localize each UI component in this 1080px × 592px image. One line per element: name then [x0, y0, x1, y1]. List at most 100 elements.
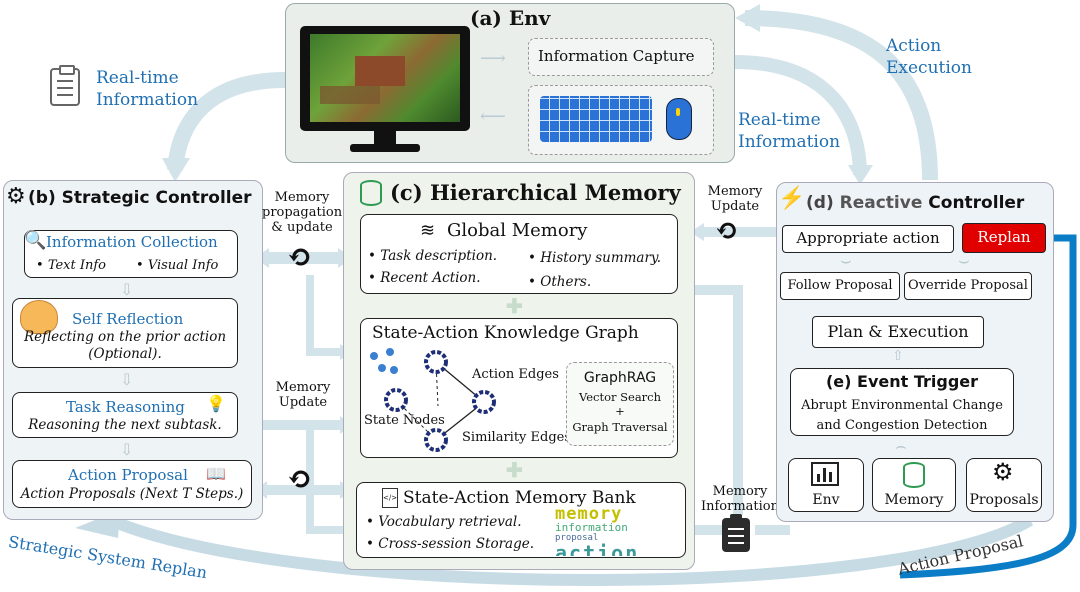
global-memory-title: Global Memory: [447, 220, 588, 241]
action-exec-l1: Action: [886, 36, 942, 56]
global-item-3: • Recent Action.: [368, 270, 481, 286]
action-exec-l2: Execution: [886, 58, 972, 78]
down-arrow-icon: ⇩: [120, 280, 134, 299]
info-capture-box: [528, 38, 714, 76]
capture-arrow-icon: ⟶: [480, 48, 506, 69]
sync-cycle-icon: ⟲: [287, 240, 313, 275]
mid-realtime-l2: Information: [738, 132, 841, 152]
mem-info-label: Memory Information: [700, 484, 780, 514]
brace-icon-2: ⌣: [958, 250, 970, 271]
up-arrow-icon: ⇧: [892, 348, 904, 364]
plan-exec-box: [812, 316, 984, 348]
action-edges-label: Action Edges: [472, 367, 559, 382]
mem-prop-label: Memory propagation & update: [262, 190, 343, 235]
state-node: [384, 388, 408, 412]
event-trigger-l2: and Congestion Detection: [816, 418, 988, 433]
state-node: [424, 428, 448, 452]
down-arrow-icon: ⇩: [120, 440, 134, 459]
code-file-icon: </>: [382, 488, 398, 508]
monitor-icon: [300, 26, 470, 156]
mem-update-right-label: Memory Update: [707, 184, 763, 214]
task-reasoning-box: [12, 392, 238, 438]
plus-icon: ✚: [506, 294, 523, 318]
action-proposal-box: [12, 460, 252, 508]
plan-exec-label: Plan & Execution: [827, 322, 969, 341]
similarity-edges-label: Similarity Edges: [462, 430, 572, 445]
task-reasoning-title: Task Reasoning: [66, 398, 185, 416]
layers-icon: ≋: [420, 220, 436, 241]
sync-cycle-icon-3: ⟲: [715, 214, 739, 247]
appropriate-action-label: Appropriate action: [796, 229, 940, 247]
replan-box[interactable]: [962, 223, 1046, 253]
follow-proposal-box: [780, 272, 900, 300]
magnifier-icon: 🔍: [24, 230, 47, 251]
mouse-icon: [666, 98, 692, 140]
memory-bank-box: [356, 482, 686, 558]
graphrag-box: [566, 362, 674, 446]
follow-proposal-label: Follow Proposal: [787, 278, 893, 293]
mem-update-left-label: Memory Update: [275, 380, 331, 410]
kg-graph: [370, 348, 496, 452]
book-icon: 📖: [206, 464, 226, 483]
bank-item-1: • Vocabulary retrieval.: [366, 514, 522, 530]
env-input-label: Env: [812, 492, 840, 508]
memory-input-label: Memory: [884, 492, 944, 508]
sync-cycle-icon-2: ⟲: [287, 462, 313, 497]
env-title: (a) Env: [470, 6, 551, 30]
appropriate-action-box: [782, 225, 954, 253]
event-trigger-l1: Abrupt Environmental Change: [801, 398, 1003, 413]
word-cloud: memory information proposal action: [555, 506, 640, 556]
global-item-2: • History summary.: [528, 250, 662, 266]
plus-icon: ✚: [506, 458, 523, 482]
text-info: • Text Info: [36, 258, 107, 273]
cat-avatar-icon: [20, 300, 58, 334]
state-nodes-label: State Nodes: [364, 413, 445, 428]
override-proposal-label: Override Proposal: [908, 278, 1028, 293]
gear-icon: ⚙: [6, 184, 26, 209]
lightbulb-icon: 💡: [206, 394, 226, 413]
info-capture-label: Information Capture: [538, 47, 695, 65]
memory-title: (c) Hierarchical Memory: [390, 180, 681, 205]
kg-title: State-Action Knowledge Graph: [372, 323, 639, 343]
reactive-title: (d) Reactive Controller: [806, 193, 1025, 213]
action-proposal-l1: Action Proposals (Next T Steps.): [20, 486, 244, 502]
override-proposal-box: [904, 272, 1032, 300]
bank-title: State-Action Memory Bank: [403, 488, 636, 508]
graphrag-l2: +: [615, 404, 625, 418]
global-memory-box: [360, 214, 678, 294]
self-reflection-title: Self Reflection: [72, 310, 184, 328]
proposals-input-label: Proposals: [969, 492, 1039, 508]
info-collection-title: Information Collection: [46, 233, 218, 251]
event-trigger-box: [790, 368, 1014, 436]
self-reflection-l2: (Optional).: [88, 346, 162, 362]
keyboard-icon: [540, 96, 652, 142]
left-realtime-l1: Real-time: [96, 68, 179, 88]
self-reflection-l1: Reflecting on the prior action: [23, 329, 227, 345]
global-item-4: • Others.: [528, 274, 592, 290]
brace-icon: ⌣: [840, 250, 852, 271]
info-collection-box: [24, 230, 238, 278]
graphrag-l1: Vector Search: [578, 390, 662, 404]
lightning-icon: ⚡: [778, 186, 806, 211]
left-realtime-l2: Information: [96, 90, 199, 110]
graphrag-title: GraphRAG: [583, 370, 657, 386]
database-icon: [360, 180, 382, 206]
mid-realtime-l1: Real-time: [738, 110, 821, 130]
clipboard-dark-icon: [722, 514, 750, 552]
strategic-title: (b) Strategic Controller: [28, 188, 252, 208]
task-reasoning-l1: Reasoning the next subtask.: [28, 417, 222, 433]
down-arrow-icon: ⇩: [120, 370, 134, 389]
gear-icon-2: ⚙: [992, 458, 1014, 486]
state-node: [472, 390, 496, 414]
bank-item-2: • Cross-session Storage.: [366, 536, 535, 552]
replan-label: Replan: [977, 228, 1031, 246]
brace-icon-3: ⌢: [895, 436, 907, 457]
graphrag-l3: Graph Traversal: [572, 420, 668, 434]
visual-info: • Visual Info: [136, 258, 219, 273]
state-node: [424, 350, 448, 374]
device-arrow-icon: ⟵: [480, 106, 506, 127]
database-icon-2: [903, 462, 925, 488]
bar-chart-icon: [811, 462, 839, 486]
clipboard-icon: [50, 65, 80, 106]
action-proposal-title: Action Proposal: [68, 466, 188, 484]
